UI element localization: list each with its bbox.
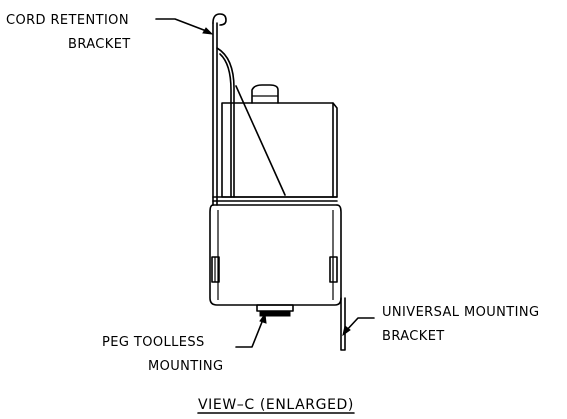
label-cord-line2: BRACKET [68,37,131,52]
label-universal-line2: BRACKET [382,329,445,344]
peg-mounting [256,304,294,317]
view-title: VIEW–C (ENLARGED) [198,397,354,413]
upper-housing [221,84,338,198]
label-cord-line1: CORD RETENTION [6,13,129,28]
label-peg-line2: MOUNTING [148,359,223,374]
cord-retention-bracket [212,13,235,206]
label-universal-line1: UNIVERSAL MOUNTING [382,305,539,320]
middle-flange [212,196,338,206]
label-peg-line1: PEG TOOLLESS [102,335,205,350]
universal-mounting-bracket [340,297,346,351]
lower-housing [209,204,342,306]
leader-lines [155,18,375,348]
